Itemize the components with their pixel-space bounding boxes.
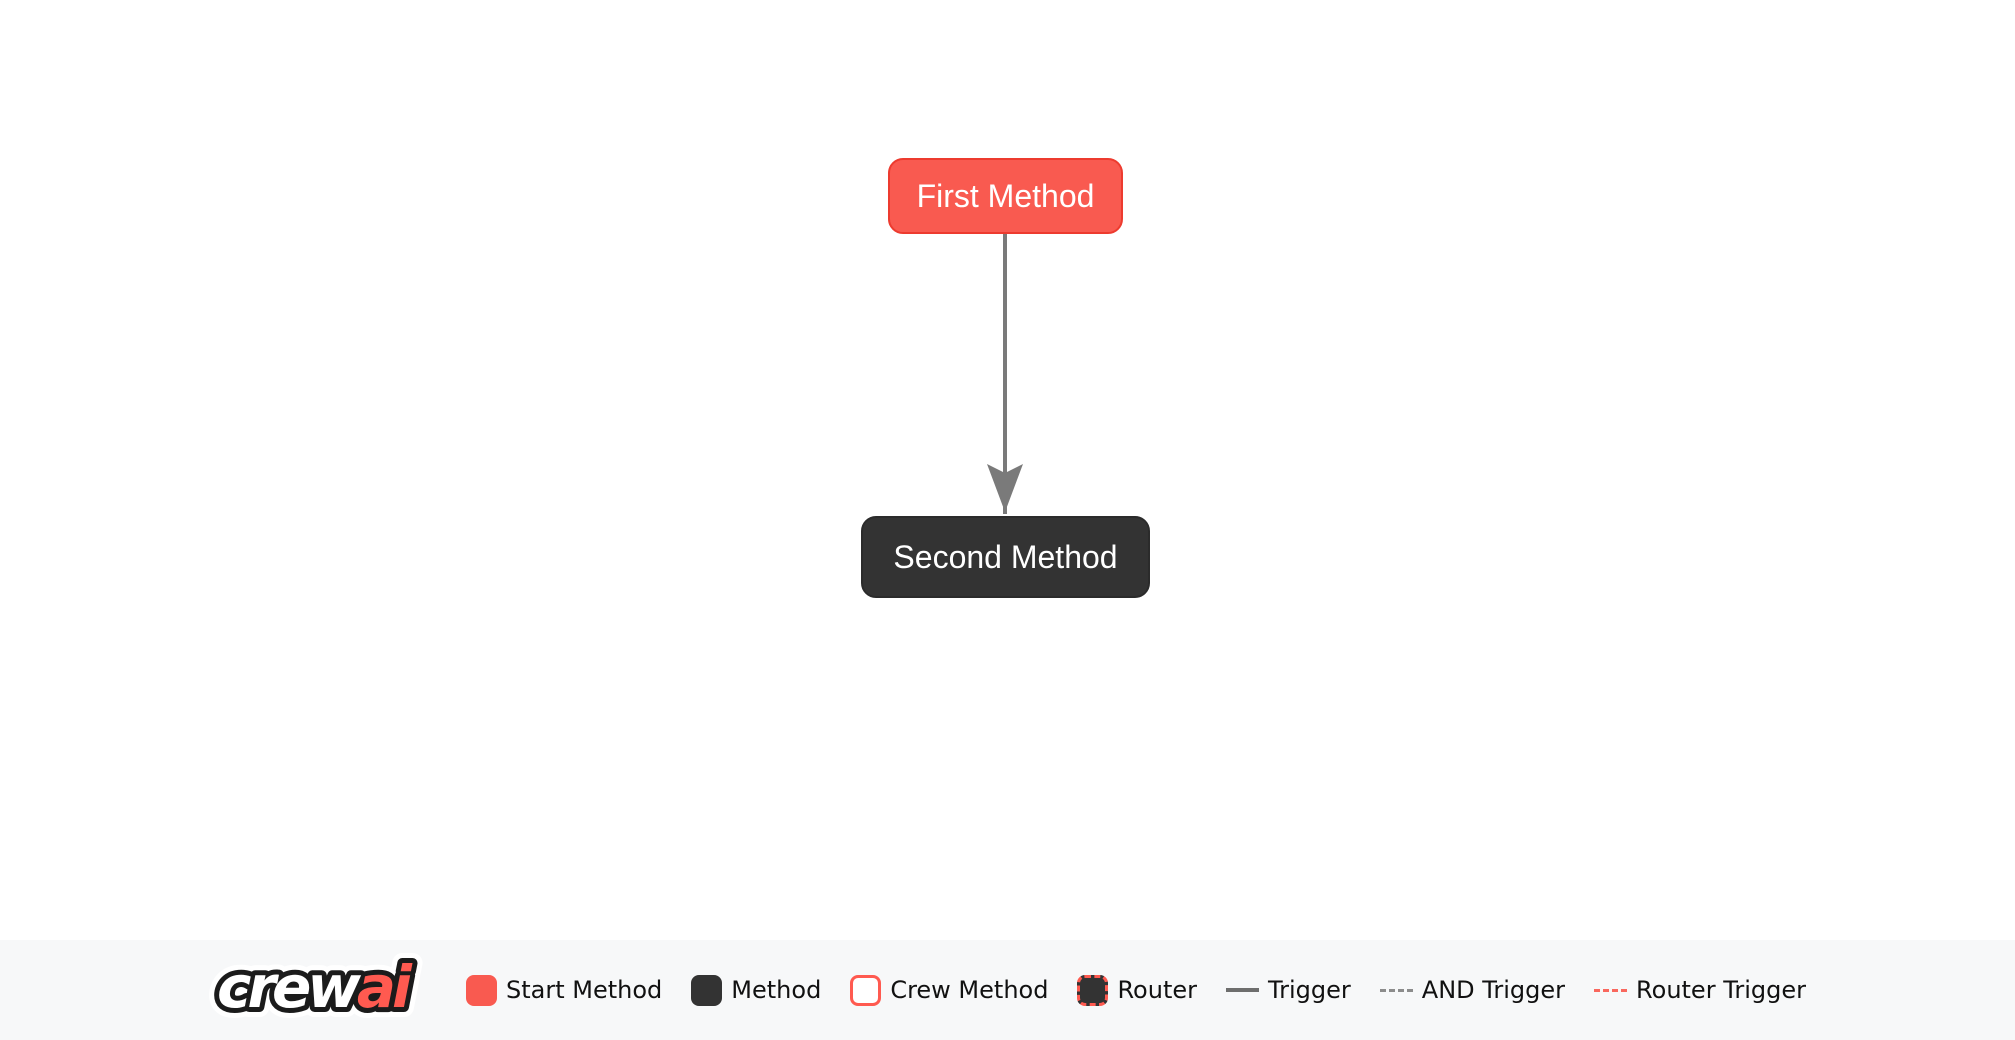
- legend-item-crew-method: Crew Method: [850, 974, 1049, 1006]
- crewai-logo-ai: ai: [357, 953, 413, 1021]
- legend-item-start-method: Start Method: [466, 974, 663, 1006]
- trigger-line-icon: [1226, 988, 1259, 992]
- legend-label: Router Trigger: [1636, 976, 1806, 1004]
- start-method-swatch-icon: [466, 974, 498, 1006]
- svg-text:crewai: crewai: [217, 953, 413, 1021]
- svg-text:crewai: crewai: [217, 953, 413, 1021]
- and-trigger-line-icon: [1379, 988, 1413, 992]
- trigger-edge: [987, 234, 1023, 514]
- legend-item-trigger: Trigger: [1226, 976, 1351, 1004]
- flow-canvas[interactable]: First Method Second Method: [0, 0, 2015, 940]
- method-swatch-icon: [691, 974, 723, 1006]
- legend-bar: crewai crewai crewai Start Method Method…: [0, 940, 2015, 1040]
- router-swatch-icon: [1077, 974, 1109, 1006]
- legend-item-router-trigger: Router Trigger: [1594, 976, 1806, 1004]
- node-first-method-label: First Method: [916, 177, 1095, 214]
- legend-label: AND Trigger: [1421, 976, 1566, 1004]
- router-trigger-line-icon: [1594, 988, 1628, 992]
- legend-label: Method: [731, 976, 822, 1004]
- legend-item-router: Router: [1077, 974, 1197, 1006]
- node-second-method[interactable]: Second Method: [861, 516, 1150, 598]
- node-first-method[interactable]: First Method: [888, 158, 1123, 234]
- node-second-method-label: Second Method: [893, 538, 1118, 575]
- crew-method-swatch-icon: [850, 974, 882, 1006]
- trigger-arrowhead-icon: [987, 464, 1023, 512]
- legend-label: Start Method: [506, 976, 663, 1004]
- svg-text:crewai: crewai: [217, 953, 413, 1021]
- legend-item-and-trigger: AND Trigger: [1379, 976, 1566, 1004]
- legend-label: Trigger: [1268, 976, 1351, 1004]
- crewai-logo: crewai crewai crewai: [209, 951, 427, 1029]
- legend-label: Router: [1117, 976, 1197, 1004]
- legend-item-method: Method: [691, 974, 822, 1006]
- legend-label: Crew Method: [890, 976, 1049, 1004]
